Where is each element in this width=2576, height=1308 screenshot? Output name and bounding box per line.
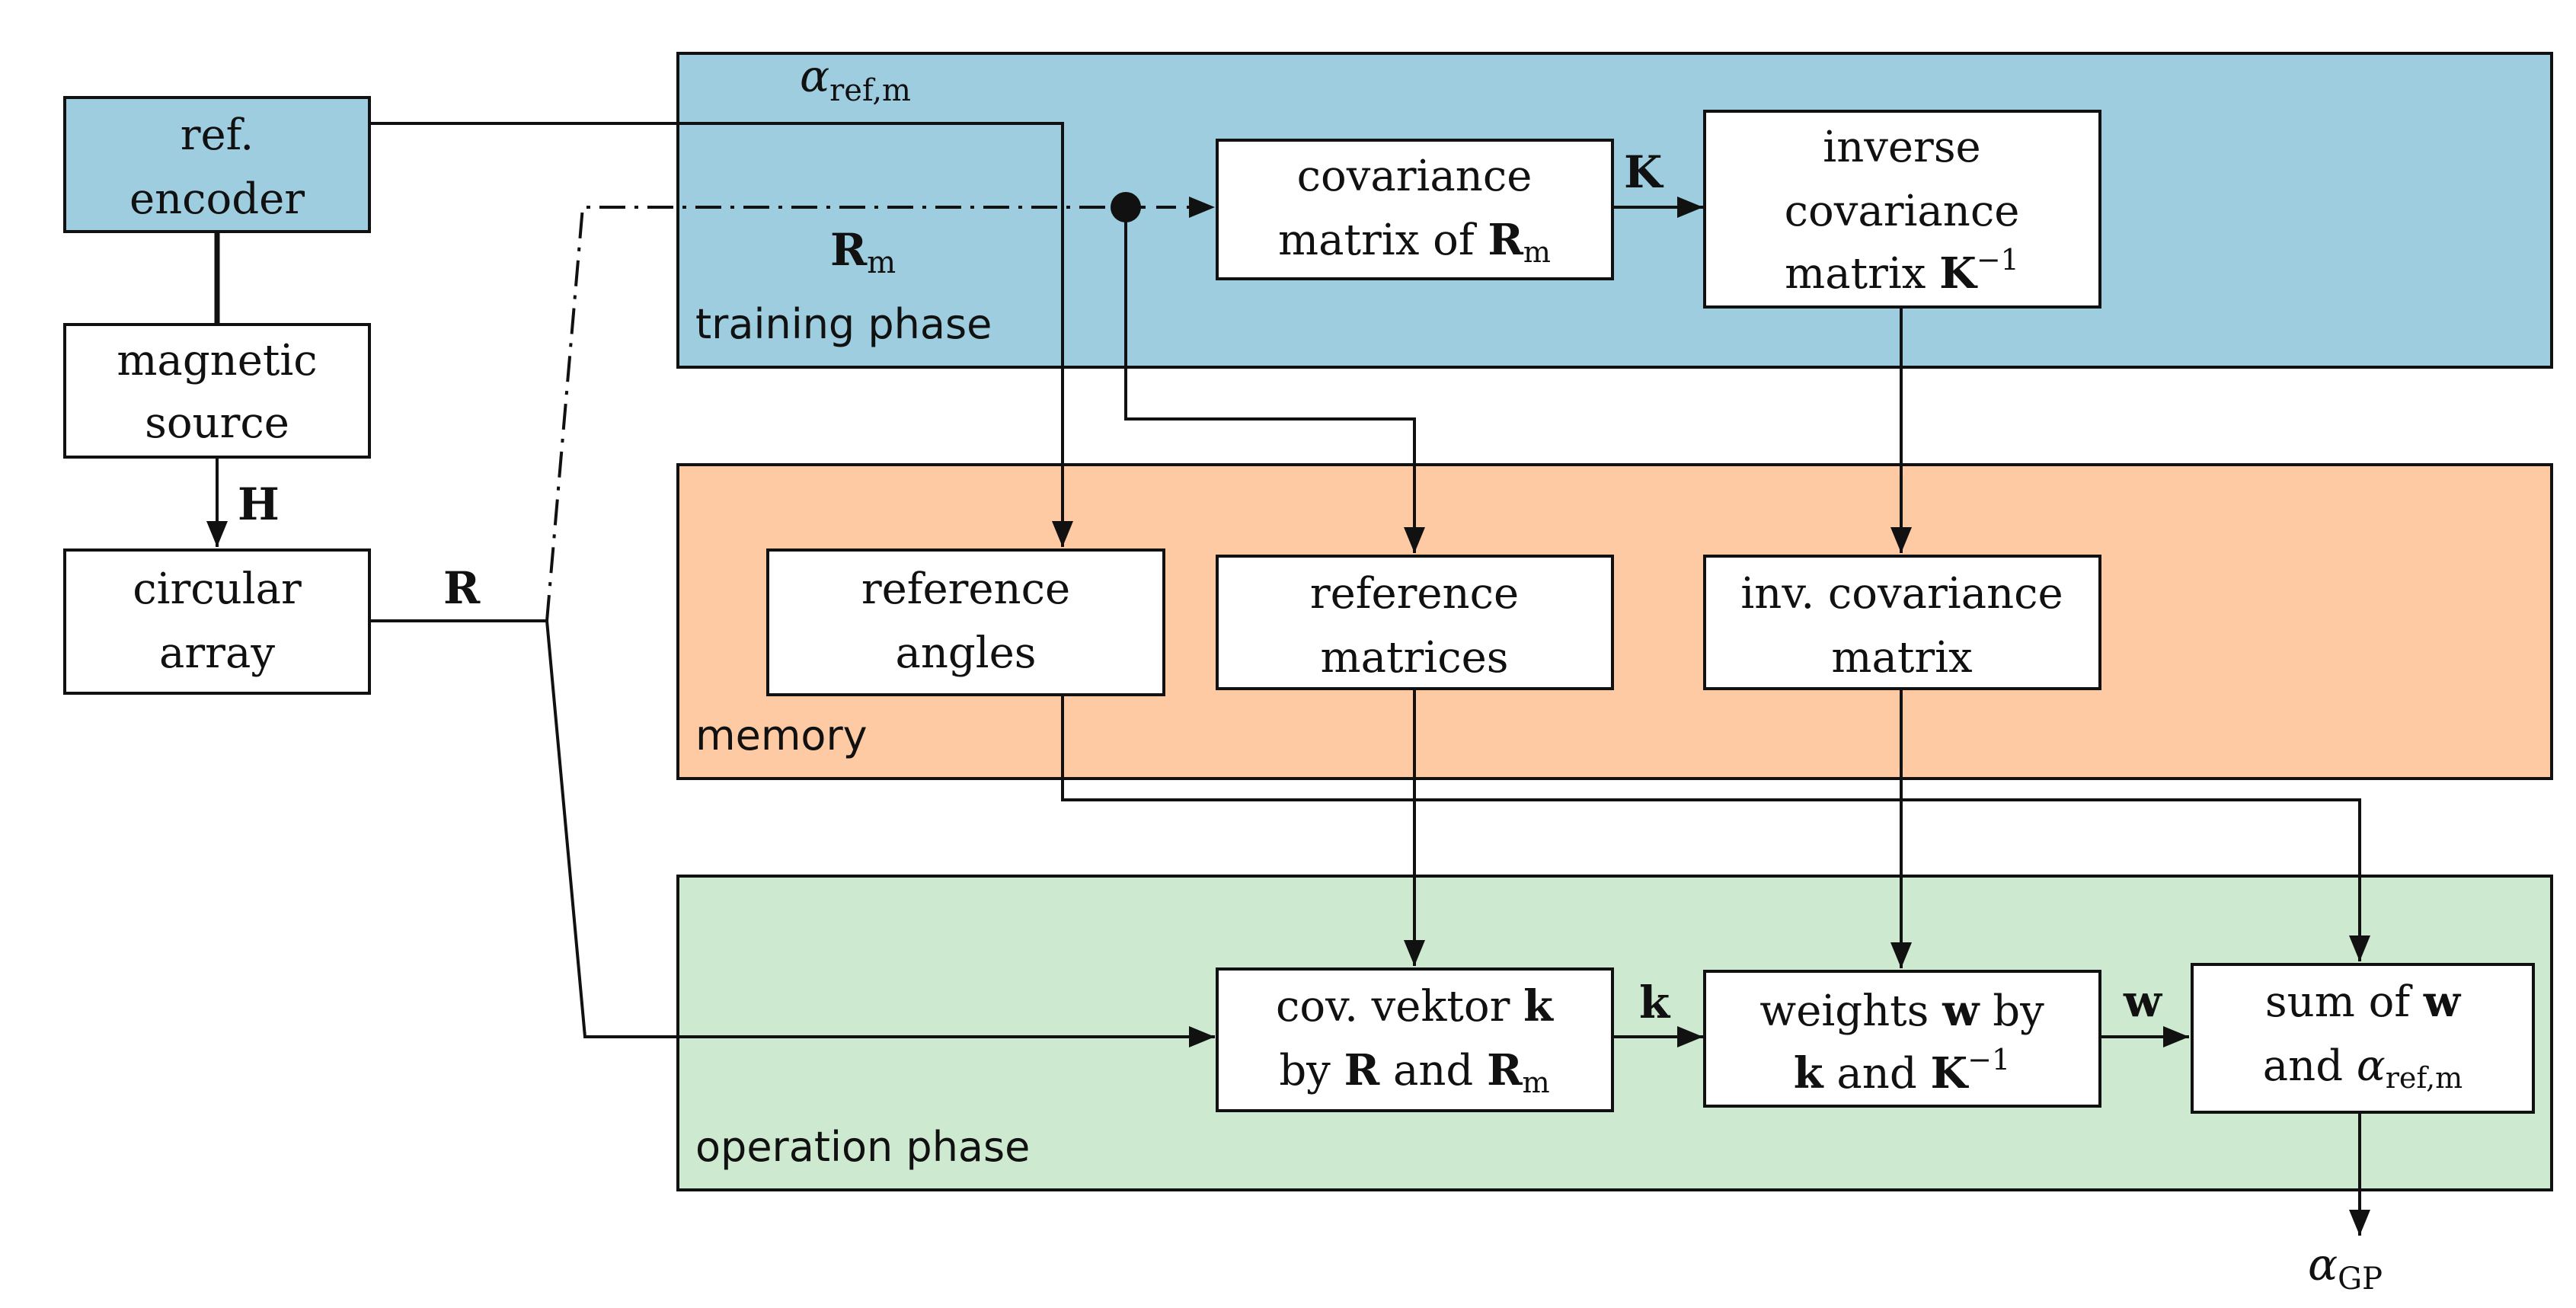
- magnetic-source-line2: source: [145, 398, 289, 448]
- weights-box: [1703, 970, 2101, 1108]
- arrowhead-invcov-memory: [1890, 527, 1912, 553]
- ref-encoder-line2: encoder: [129, 174, 305, 224]
- label-K: K: [1624, 146, 1664, 198]
- ref-encoder-line1: ref.: [181, 110, 254, 160]
- arrow-angles-to-sum: [1061, 695, 2361, 961]
- cov-vektor-line2: by R and Rm: [1279, 1045, 1549, 1099]
- training-phase-label: training phase: [695, 300, 992, 348]
- arrowheads: [206, 192, 2370, 1236]
- inverse-covariance-line3: matrix K−1: [1785, 243, 2019, 299]
- label-H: H: [238, 478, 280, 530]
- label-alpha-gp: αGP: [2308, 1239, 2383, 1297]
- covariance-matrix-line1: covariance: [1297, 152, 1532, 201]
- label-R: R: [443, 562, 481, 614]
- label-alpha-ref-m: αref,m: [800, 50, 911, 108]
- arrow-Rm-to-matrices: [1124, 207, 1416, 553]
- arrowhead-Rm-matrices: [1404, 527, 1425, 553]
- arrowhead-H: [206, 521, 228, 547]
- sum-box: [2191, 963, 2535, 1114]
- label-Rm: Rm: [830, 224, 896, 280]
- arrowhead-Rm: [1189, 197, 1215, 218]
- label-k: k: [1639, 977, 1671, 1028]
- arrowhead-K: [1677, 197, 1703, 218]
- arrowhead-operation: [1189, 1026, 1215, 1047]
- magnetic-source-line1: magnetic: [117, 336, 317, 385]
- arrowhead-sum: [2349, 935, 2370, 961]
- label-w: w: [2123, 975, 2163, 1027]
- training-dashdot-line: [545, 206, 1126, 622]
- weights-line2: k and K−1: [1794, 1043, 2010, 1099]
- ref-encoder-box: [63, 96, 371, 233]
- inverse-covariance-line1: inverse: [1823, 123, 1980, 172]
- covariance-matrix-box: [1216, 139, 1614, 280]
- inv-covariance-memory-line1: inv. covariance: [1740, 569, 2063, 619]
- inv-covariance-memory-box: [1703, 555, 2101, 690]
- arrowhead-w: [2163, 1026, 2189, 1047]
- arrowhead-output: [2349, 1210, 2370, 1236]
- arrow-alpha-ref: [369, 122, 1064, 547]
- inv-covariance-memory-line2: matrix: [1831, 633, 1972, 683]
- reference-matrices-line1: reference: [1310, 569, 1519, 619]
- arrowhead-alpha-ref: [1052, 521, 1073, 547]
- circular-array-box: [63, 548, 371, 695]
- magnetic-source-box: [63, 323, 371, 459]
- reference-matrices-box: [1216, 555, 1614, 690]
- connectors: [214, 122, 2361, 1236]
- arrowhead-weights: [1890, 942, 1912, 968]
- arrowhead-k: [1677, 1026, 1703, 1047]
- covariance-matrix-line2: matrix of Rm: [1278, 215, 1551, 269]
- training-phase-region: [676, 52, 2553, 369]
- inverse-covariance-box: [1703, 110, 2101, 309]
- reference-angles-box: [766, 548, 1165, 696]
- circular-array-line2: array: [159, 628, 275, 678]
- reference-angles-line1: reference: [861, 564, 1070, 614]
- sum-line2: and αref,m: [2263, 1041, 2463, 1095]
- reference-matrices-line2: matrices: [1321, 633, 1509, 683]
- operation-input-line: [545, 620, 1215, 1038]
- cov-vektor-line1: cov. vektor k: [1276, 981, 1554, 1031]
- cov-vektor-box: [1216, 967, 1614, 1112]
- memory-label: memory: [695, 712, 868, 760]
- weights-line1: weights w by: [1759, 986, 2044, 1036]
- operation-phase-label: operation phase: [695, 1123, 1030, 1171]
- reference-angles-line2: angles: [895, 628, 1036, 678]
- circular-array-line1: circular: [133, 564, 302, 614]
- sum-line1: sum of w: [2265, 977, 2462, 1027]
- junction-dot: [1111, 192, 1141, 222]
- inverse-covariance-line2: covariance: [1785, 187, 2020, 236]
- arrowhead-covvektor: [1404, 940, 1425, 966]
